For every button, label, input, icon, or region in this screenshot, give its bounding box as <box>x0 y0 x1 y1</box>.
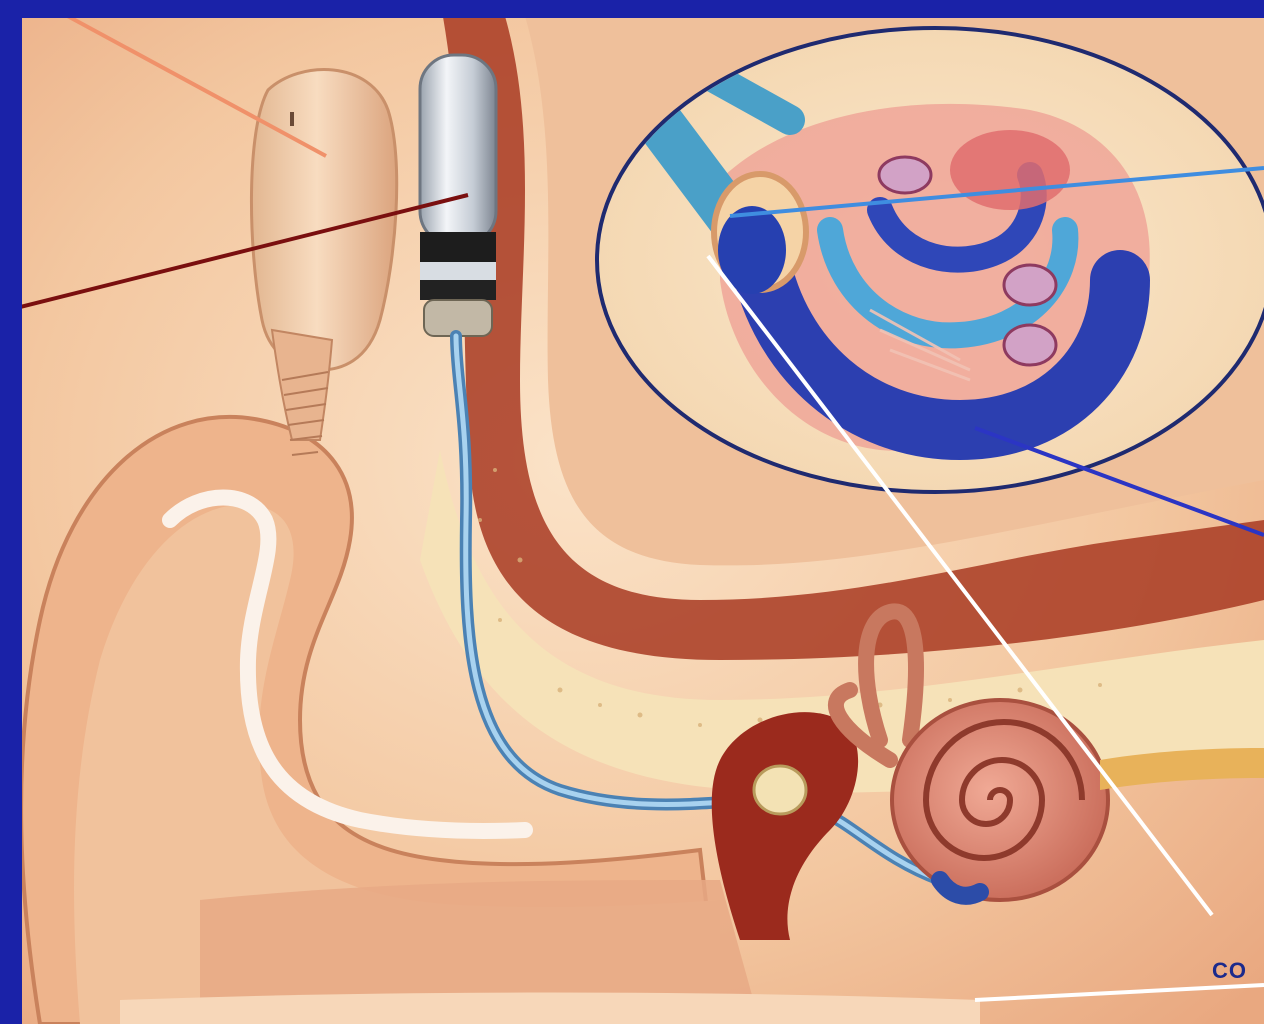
cochlea-label: CO <box>1212 958 1247 984</box>
cochlea <box>892 700 1108 900</box>
ear-canal-floor <box>120 993 980 1024</box>
frame-top <box>0 0 1264 18</box>
ossicle <box>754 766 806 814</box>
cochlea-cross-section-inset <box>597 28 1264 492</box>
frame-left <box>0 0 22 1024</box>
